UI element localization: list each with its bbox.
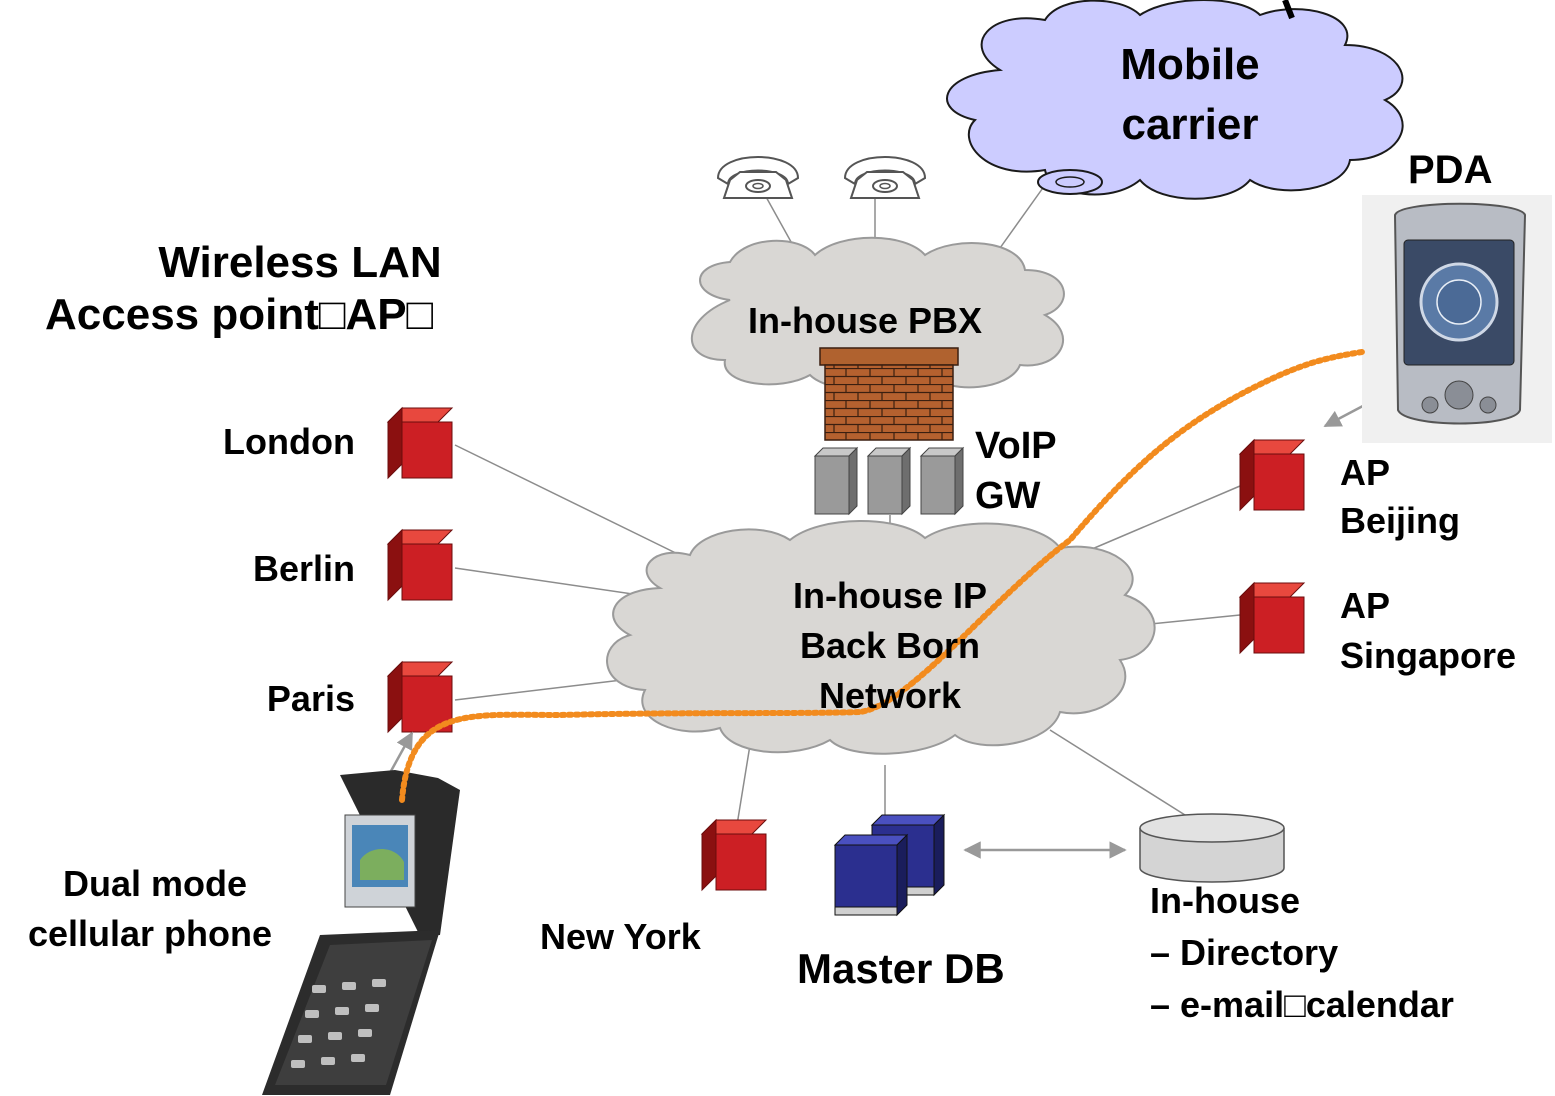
backbone-cloud <box>606 520 1156 755</box>
phone-label-1: Dual mode <box>62 863 248 904</box>
communication-path <box>399 349 1365 803</box>
access-point-beijing-icon <box>1238 438 1306 512</box>
title-line-1: Wireless LAN <box>158 238 442 287</box>
firewall-icon <box>819 347 959 441</box>
telephone-icon <box>843 156 927 199</box>
title-line-2: Access point□AP□ <box>45 290 434 339</box>
mobile-carrier-label-1: Mobile <box>1120 40 1260 89</box>
access-point-london-icon <box>386 406 454 480</box>
pbx-cloud <box>690 236 1065 391</box>
directory-label-3: – e-mail□calendar <box>1150 984 1454 1025</box>
singapore-label-2: Singapore <box>1340 635 1517 676</box>
paris-label: Paris <box>266 678 355 719</box>
master-db-icon <box>833 813 946 917</box>
berlin-label: Berlin <box>252 548 355 589</box>
mobile-carrier-label-2: carrier <box>1121 100 1259 149</box>
pbx-label: In-house PBX <box>748 300 983 341</box>
pda-label: PDA <box>1408 148 1493 192</box>
backbone-label-1: In-house IP <box>792 575 987 616</box>
connector-lines <box>454 184 1241 826</box>
voip-gw-label-1: VoIP <box>975 425 1057 467</box>
directory-label-1: In-house <box>1150 880 1300 921</box>
directory-label-2: – Directory <box>1150 932 1339 973</box>
master-db-label: Master DB <box>797 945 1005 992</box>
mobile-carrier-cloud <box>946 0 1404 200</box>
beijing-label-1: AP <box>1340 452 1391 493</box>
london-label: London <box>223 421 355 462</box>
access-point-berlin-icon <box>386 528 454 602</box>
telephone-icon <box>716 156 800 199</box>
access-point-singapore-icon <box>1238 581 1306 655</box>
phone-label-2: cellular phone <box>27 913 273 954</box>
cellular-phone-icon <box>262 770 460 1095</box>
backbone-label-2: Back Born <box>799 625 981 666</box>
beijing-label-2: Beijing <box>1340 500 1461 541</box>
access-point-new-york-icon <box>700 818 768 892</box>
voip-gw-label-2: GW <box>975 475 1041 517</box>
voip-gateway-icon <box>813 446 965 516</box>
access-point-paris-icon <box>386 660 454 734</box>
directory-database-icon <box>1139 813 1285 883</box>
singapore-label-1: AP <box>1340 585 1391 626</box>
pda-icon <box>1362 195 1552 443</box>
new-york-label: New York <box>540 916 701 957</box>
backbone-label-3: Network <box>818 675 962 716</box>
